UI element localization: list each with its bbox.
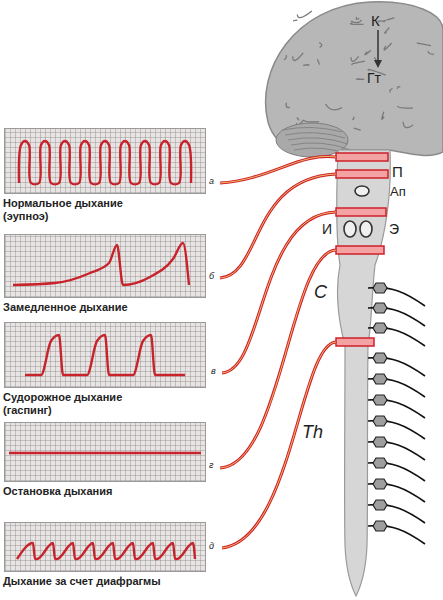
section-letter: в [211,366,216,376]
spinal-cord [337,150,391,596]
brain [266,2,443,157]
section-cuts [336,153,388,346]
section-letter: г [209,460,213,470]
cord-region: Th [302,422,323,443]
graph-box: Судорожное дыхание (гаспинг) [4,322,206,388]
cord-region: С [314,282,327,303]
graph-box: Дыхание за счет диафрагмы [4,522,206,572]
graph-box: Остановка дыхания [4,422,206,482]
graph-box: Нормальное дыхание (эупноэ) [4,128,206,194]
brain-part: Ап [390,184,406,199]
graph-caption: Дыхание за счет диафрагмы [3,575,218,588]
brain-part: Гт [367,70,381,86]
brain-part: П [392,163,403,180]
wave-line [9,452,201,454]
wave-line [13,243,189,285]
brain-part: Э [389,221,399,237]
graph-caption: Судорожное дыхание (гаспинг) [3,391,138,417]
brain-part: К [371,12,380,29]
wave-line [17,543,195,559]
waveform [5,323,205,387]
wave-line [25,335,185,375]
waveform [5,423,205,481]
section-letter: а [209,176,214,186]
leader-lines [220,156,336,548]
brain-part: И [322,221,332,237]
graph-caption: Остановка дыхания [3,485,208,498]
section-letter: д [209,541,214,551]
wave-line [19,141,191,184]
nerve-roots [368,283,425,544]
waveform [5,235,205,297]
waveform [5,129,205,193]
graph-box: Замедленное дыхание [4,234,206,298]
section-letter: б [209,271,214,281]
graph-caption: Нормальное дыхание (эупноэ) [3,197,143,223]
graph-caption: Замедленное дыхание [3,301,208,314]
waveform [5,523,205,571]
